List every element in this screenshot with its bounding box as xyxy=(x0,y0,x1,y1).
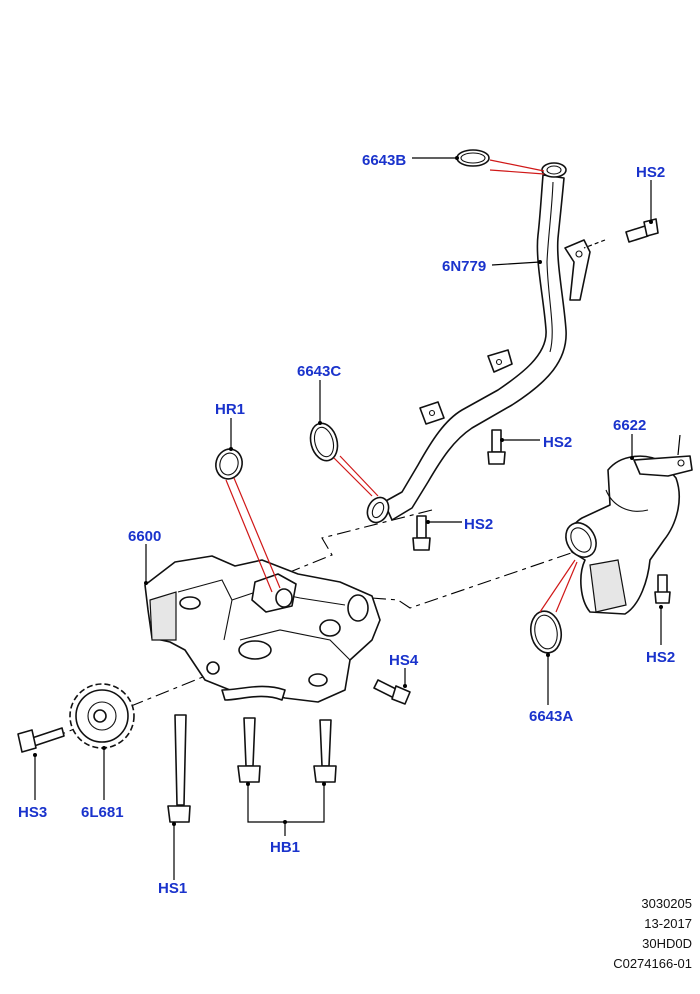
bolt-hs2-top xyxy=(625,218,659,243)
oil-strainer xyxy=(565,455,693,615)
callout-HS3: HS3 xyxy=(18,804,47,821)
reference-line-3: 30HD0D xyxy=(642,936,692,951)
callout-6643B: 6643B xyxy=(362,152,406,169)
bolt-hs2-low xyxy=(412,515,431,551)
callout-6622: 6622 xyxy=(613,417,646,434)
bolt-hb1-left xyxy=(237,717,261,783)
callout-HS4: HS4 xyxy=(389,652,419,669)
callout-6L681: 6L681 xyxy=(81,804,124,821)
o-ring-6643C xyxy=(309,422,339,462)
o-ring-6643B xyxy=(456,149,490,167)
callout-HR1: HR1 xyxy=(215,401,245,418)
oil-pickup-tube xyxy=(366,162,591,524)
callout-HB1: HB1 xyxy=(270,839,300,856)
callout-HS1: HS1 xyxy=(158,880,187,897)
o-ring-HR1 xyxy=(215,448,243,480)
callout-6N779: 6N779 xyxy=(442,258,486,275)
callout-hs2-mid: HS2 xyxy=(543,434,572,451)
reference-block: 3030205 13-2017 30HD0D C0274166-01 xyxy=(613,894,692,974)
assembly-centerline-pickup xyxy=(289,509,433,573)
bolt-hs4 xyxy=(373,679,411,705)
assembly-centerline-strainer xyxy=(371,549,581,609)
bolt-hs2-right xyxy=(654,574,671,604)
bolt-hs3 xyxy=(17,727,65,753)
callout-hs2-right: HS2 xyxy=(646,649,675,666)
callout-6643C: 6643C xyxy=(297,363,341,380)
callout-hs2-low: HS2 xyxy=(464,516,493,533)
pickup-tube-bracket xyxy=(564,239,591,301)
callout-hs2-top: HS2 xyxy=(636,164,665,181)
reference-line-2: 13-2017 xyxy=(644,916,692,931)
drive-gear xyxy=(69,683,135,749)
oil-pump-body xyxy=(144,555,381,703)
bolt-hb1-right xyxy=(313,719,337,783)
reference-line-1: 3030205 xyxy=(641,896,692,911)
callout-6643A: 6643A xyxy=(529,708,573,725)
bolt-hs1 xyxy=(167,714,191,823)
callout-6600: 6600 xyxy=(128,528,161,545)
bolt-hs2-mid xyxy=(487,429,506,465)
reference-line-4: C0274166-01 xyxy=(613,956,692,971)
pickup-tube-top-end xyxy=(541,162,567,178)
